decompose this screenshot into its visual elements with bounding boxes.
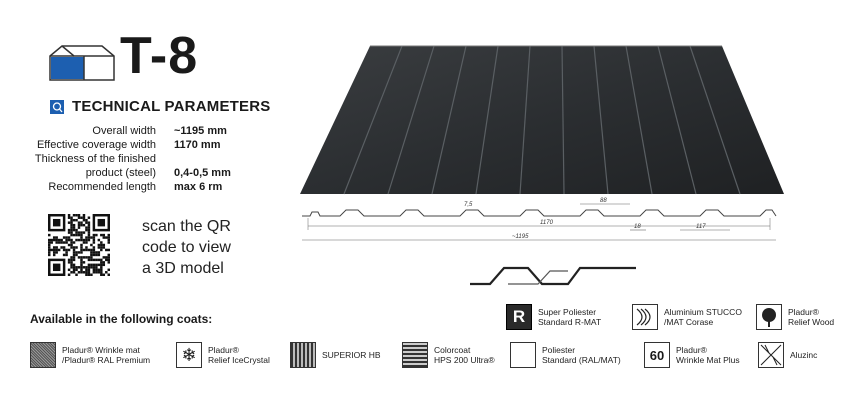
sheet-rib [657, 45, 697, 195]
param-value: max 6 rm [174, 181, 223, 193]
param-row: Thickness of the finished [22, 152, 231, 166]
param-row: Effective coverage width 1170 mm [22, 138, 231, 152]
param-row: Overall width ~1195 mm [22, 124, 231, 138]
coat-item: ❄ Pladur®Relief IceCrystal [176, 342, 270, 368]
coat-label: Poliester [542, 345, 576, 355]
coat-item: 60 Pladur®Wrinkle Mat Plus [644, 342, 740, 368]
overlap-detail-drawing [470, 266, 636, 286]
param-row: Recommended length max 6 rm [22, 180, 231, 194]
snowflake-icon: ❄ [176, 342, 202, 368]
qr-caption-line: scan the QR [142, 218, 231, 235]
coat-label: Standard R-MAT [538, 317, 602, 327]
param-label: Effective coverage width [36, 139, 156, 151]
coat-label: Pladur® Wrinkle mat [62, 345, 140, 355]
stucco-icon [632, 304, 658, 330]
param-value: 0,4-0,5 mm [174, 167, 231, 179]
coat-label: Pladur® [788, 307, 819, 317]
coat-label: Wrinkle Mat Plus [676, 355, 740, 365]
superior-texture-icon [290, 342, 316, 368]
coat-label: Aluminium STUCCO [664, 307, 742, 317]
coat-item: SUPERIOR HB [290, 342, 381, 368]
coat-label: SUPERIOR HB [322, 350, 381, 360]
profile-drawing: 7,5 88 18 117 1170 ~1195 [302, 198, 777, 241]
coat-item: Aluzinc [758, 342, 817, 368]
colorcoat-texture-icon [402, 342, 428, 368]
sheet-rib [561, 45, 565, 195]
coat-item: Pladur®Relief Wood [756, 304, 834, 330]
param-row: product (steel) 0,4-0,5 mm [22, 166, 231, 180]
param-label: product (steel) [85, 167, 156, 179]
dim-height-label: 7,5 [464, 202, 473, 208]
coats-heading: Available in the following coats: [30, 312, 213, 326]
qr-caption-line: code to view [142, 239, 231, 256]
param-label: Recommended length [48, 181, 156, 193]
dim-pitch-label: 88 [600, 198, 607, 204]
letter-r-icon: R [506, 304, 532, 330]
sheet-rib [593, 45, 609, 195]
qr-code[interactable] [48, 214, 110, 276]
coat-label: Aluzinc [790, 350, 818, 360]
sheet-rib [431, 45, 467, 195]
qr-caption: scan the QR code to view a 3D model [142, 216, 231, 279]
technical-heading-row: TECHNICAL PARAMETERS [50, 98, 270, 115]
sheet-rib [689, 45, 741, 195]
qr-caption-line: a 3D model [142, 260, 224, 277]
sheet-rib [343, 45, 403, 195]
coat-label: /Pladur® RAL Premium [62, 355, 151, 365]
dim-overall-label: ~1195 [512, 234, 529, 240]
param-value: 1170 mm [174, 139, 221, 151]
wrinkle-texture-icon [30, 342, 56, 368]
param-value: ~1195 mm [174, 125, 227, 137]
coat-label: HPS 200 Ultra® [434, 355, 495, 365]
info-icon [50, 99, 64, 114]
param-label: Overall width [92, 125, 156, 137]
coat-label: Pladur® [676, 345, 707, 355]
parameters-list: Overall width ~1195 mm Effective coverage… [22, 124, 231, 194]
product-title: T-8 [120, 27, 199, 85]
sheet-rib [475, 45, 499, 195]
tree-icon [756, 304, 782, 330]
sheet-rib [387, 45, 435, 195]
sheet-rib [625, 45, 653, 195]
dim-rib-label: 18 [634, 224, 641, 230]
dim-cover-label: 1170 [540, 220, 554, 226]
coat-label: Relief Wood [788, 317, 835, 327]
coat-label: Relief IceCrystal [208, 355, 270, 365]
roofing-sheet-image [300, 45, 784, 195]
technical-heading: TECHNICAL PARAMETERS [72, 98, 271, 115]
coat-label: Colorcoat [434, 345, 471, 355]
blank-square-icon [510, 342, 536, 368]
coat-item: Pladur® Wrinkle mat/Pladur® RAL Premium [30, 342, 150, 368]
dim-flat-label: 117 [696, 224, 706, 230]
sixty-icon: 60 [644, 342, 670, 368]
sheet-rib [519, 45, 531, 195]
aluzinc-icon [758, 342, 784, 368]
param-label: Thickness of the finished [34, 153, 156, 165]
house-icon [49, 45, 115, 81]
coat-label: Super Poliester [538, 307, 597, 317]
coat-label: /MAT Corase [664, 317, 714, 327]
coat-label: Standard (RAL/MAT) [542, 355, 621, 365]
coat-item: Aluminium STUCCO/MAT Corase [632, 304, 742, 330]
coat-label: Pladur® [208, 345, 239, 355]
